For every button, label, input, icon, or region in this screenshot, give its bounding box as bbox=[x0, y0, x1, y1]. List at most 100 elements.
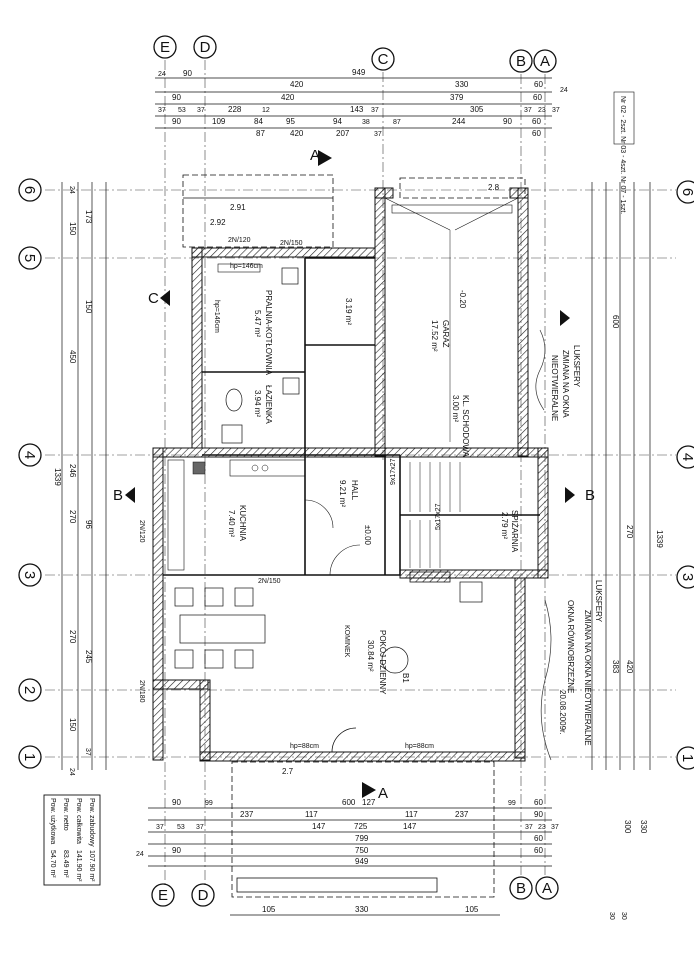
axis-bubble-top-d: D bbox=[193, 35, 217, 59]
svg-text:147: 147 bbox=[312, 822, 326, 831]
svg-text:23: 23 bbox=[538, 824, 546, 831]
svg-text:24: 24 bbox=[136, 851, 144, 858]
svg-text:Pow. netto: Pow. netto bbox=[62, 798, 69, 831]
handwritten-note-2: ZMIANA NA OKNA bbox=[561, 350, 570, 418]
svg-text:60: 60 bbox=[534, 798, 543, 807]
axis-bubble-top-c: C bbox=[371, 47, 395, 71]
svg-text:107.90 m²: 107.90 m² bbox=[88, 850, 95, 882]
svg-text:245: 245 bbox=[84, 650, 93, 664]
svg-text:94: 94 bbox=[333, 117, 342, 126]
svg-text:300: 300 bbox=[623, 820, 632, 834]
svg-text:237: 237 bbox=[455, 810, 469, 819]
left-axis-bubbles: 6 5 4 3 2 1 bbox=[18, 178, 42, 769]
top-dimension-texts: 24 90 420 949 330 60 24 90 420 379 60 37… bbox=[158, 68, 568, 138]
top-axis-bubbles: E D C B A bbox=[153, 35, 557, 73]
svg-text:37: 37 bbox=[196, 824, 204, 831]
room-id-b1: B1 bbox=[401, 673, 410, 683]
axis-bubble-bottom-d: D bbox=[191, 883, 215, 907]
axis-bubble-bottom-e: E bbox=[151, 883, 175, 907]
section-marker-b-right: B bbox=[585, 487, 595, 504]
svg-text:450: 450 bbox=[68, 350, 77, 364]
svg-text:D: D bbox=[198, 887, 209, 904]
svg-text:60: 60 bbox=[534, 834, 543, 843]
interior-walls bbox=[163, 257, 540, 576]
axis-bubble-right-1: 1 bbox=[676, 746, 694, 770]
handwritten-note-1: LUKSFERY bbox=[572, 345, 581, 388]
svg-text:105: 105 bbox=[465, 905, 479, 914]
svg-text:330: 330 bbox=[355, 905, 369, 914]
svg-text:2: 2 bbox=[21, 686, 38, 694]
svg-text:83.49 m²: 83.49 m² bbox=[62, 850, 69, 878]
svg-text:60: 60 bbox=[534, 80, 543, 89]
horizontal-axis-lines bbox=[45, 189, 676, 758]
room-area-hall: 9.21 m² bbox=[338, 480, 347, 507]
svg-text:600: 600 bbox=[342, 798, 356, 807]
door-label-3: 2N/150 bbox=[258, 578, 281, 585]
svg-text:1339: 1339 bbox=[655, 530, 664, 548]
kitchen: KUCHNIA 7.40 m² bbox=[167, 459, 306, 571]
door-label-1: 2N/120 bbox=[228, 237, 251, 244]
svg-text:E: E bbox=[158, 887, 168, 904]
svg-text:24: 24 bbox=[158, 71, 166, 78]
bottom-dimension-chains bbox=[148, 807, 552, 916]
svg-text:90: 90 bbox=[183, 69, 192, 78]
svg-text:1339: 1339 bbox=[53, 468, 62, 486]
axis-bubble-right-3: 3 bbox=[676, 565, 694, 589]
door-label-5: 2N/120 bbox=[138, 520, 145, 543]
svg-text:270: 270 bbox=[68, 510, 77, 524]
svg-text:Pow. całkowita: Pow. całkowita bbox=[75, 798, 82, 844]
room-area-stairs: 3.00 m² bbox=[451, 395, 460, 422]
axis-bubble-left-5: 5 bbox=[18, 246, 42, 270]
hall: HALL 9.21 m² ±0.00 bbox=[304, 480, 372, 576]
svg-text:330: 330 bbox=[639, 820, 648, 834]
svg-text:270: 270 bbox=[68, 630, 77, 644]
svg-text:Nr 02 - 2szt. Nr 03 - 4szt.: Nr 02 - 2szt. Nr 03 - 4szt. Nr 07 - 1szt… bbox=[619, 96, 626, 214]
svg-text:725: 725 bbox=[354, 822, 368, 831]
svg-text:E: E bbox=[160, 39, 170, 56]
window-hp-bottom-2: hp=88cm bbox=[405, 743, 434, 750]
svg-text:117: 117 bbox=[305, 810, 318, 819]
area-summary-table: Pow. zabudowy 107.90 m² Pow. całkowita 1… bbox=[43, 794, 101, 886]
axis-bubble-left-2: 2 bbox=[18, 678, 42, 702]
svg-text:6: 6 bbox=[21, 186, 38, 194]
svg-text:60: 60 bbox=[532, 117, 541, 126]
svg-text:127: 127 bbox=[362, 798, 376, 807]
right-axis-bubbles: 6 4 3 1 bbox=[676, 180, 694, 770]
room-area-pantry: 2.79 m² bbox=[500, 512, 509, 539]
svg-text:420: 420 bbox=[290, 80, 304, 89]
room-name-laundry: PRALNIA-KOTŁOWNIA bbox=[264, 290, 273, 376]
svg-text:4: 4 bbox=[679, 453, 694, 461]
svg-text:4: 4 bbox=[21, 451, 38, 459]
svg-text:38: 38 bbox=[362, 119, 370, 126]
bottom-terrace-outline bbox=[231, 727, 495, 898]
svg-text:270: 270 bbox=[625, 525, 634, 539]
upper-label-292: 2.92 bbox=[210, 218, 226, 227]
svg-text:60: 60 bbox=[534, 846, 543, 855]
axis-bubble-bottom-b: B bbox=[509, 876, 533, 900]
section-marker-a-bottom: A bbox=[378, 785, 388, 802]
svg-text:60: 60 bbox=[532, 129, 541, 138]
room-area-small: 3.19 m² bbox=[344, 298, 353, 325]
svg-text:53: 53 bbox=[177, 824, 185, 831]
stairs-label-2: 5x17x27 bbox=[435, 503, 442, 530]
room-area-kitchen: 7.40 m² bbox=[227, 510, 236, 537]
exterior-walls bbox=[152, 187, 549, 762]
window-hp-left: hp=146cm bbox=[213, 300, 220, 333]
svg-text:B: B bbox=[516, 53, 526, 70]
svg-text:150: 150 bbox=[68, 718, 77, 732]
svg-text:87: 87 bbox=[393, 119, 401, 126]
right-dimension-texts: 600 420 383 1339 330 300 270 bbox=[611, 315, 664, 834]
svg-text:228: 228 bbox=[228, 105, 242, 114]
svg-text:150: 150 bbox=[84, 300, 93, 314]
axis-bubble-left-4: 4 bbox=[18, 443, 42, 467]
svg-text:173: 173 bbox=[84, 210, 93, 224]
bottom-axis-bubbles: E D B A bbox=[151, 876, 559, 907]
svg-text:99: 99 bbox=[205, 800, 213, 807]
handwritten-note-6: OKNA RÓWNOBRZEŻNE bbox=[566, 600, 575, 693]
right-dimension-chains bbox=[591, 182, 651, 770]
room-name-living: POKÓJ DZIENNY bbox=[378, 630, 387, 695]
svg-text:420: 420 bbox=[281, 93, 295, 102]
handwritten-note-3: NIEOTWIERALNE bbox=[550, 355, 559, 421]
svg-text:Pow. użytkowa: Pow. użytkowa bbox=[49, 798, 56, 844]
